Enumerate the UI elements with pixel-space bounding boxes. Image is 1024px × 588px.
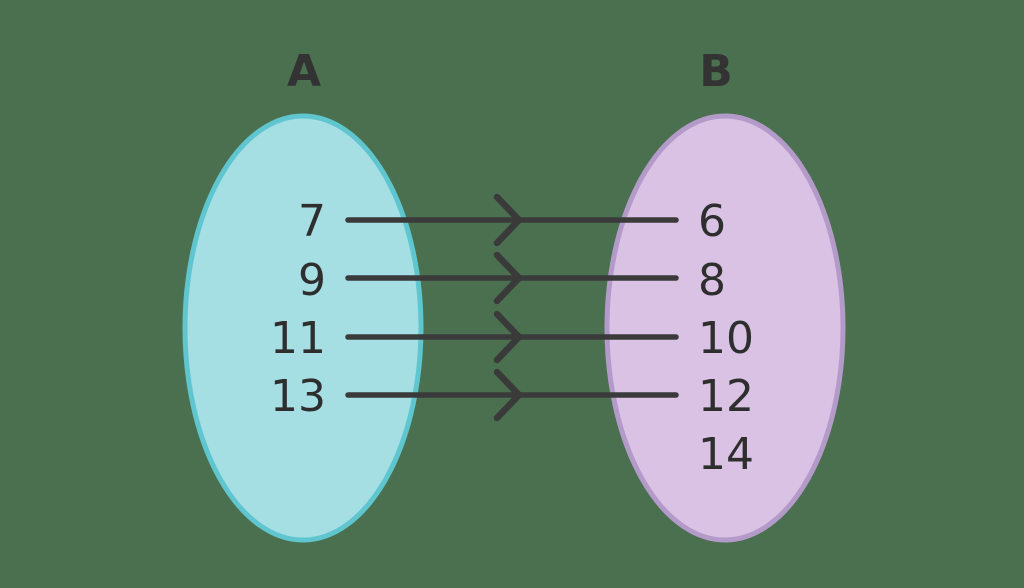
mapping-arrow	[345, 193, 679, 247]
set-element-value: 10	[698, 313, 754, 364]
set-element-value: 9	[298, 255, 326, 306]
set-element-value: 7	[298, 196, 326, 247]
arrowhead-chevron-icon	[493, 251, 523, 305]
set-element-value: 8	[698, 255, 726, 306]
mapping-arrow	[345, 310, 679, 364]
set-a-label: A	[287, 46, 321, 97]
mapping-arrow	[345, 251, 679, 305]
set-element-value: 14	[698, 429, 754, 480]
set-b-label: B	[699, 46, 733, 97]
arrowhead-chevron-icon	[493, 193, 523, 247]
set-b-elements: 6 8 10 12 14	[698, 196, 754, 480]
set-a-elements: 7 9 11 13	[270, 196, 326, 422]
mapping-arrows	[345, 193, 679, 422]
set-element-value: 12	[698, 371, 754, 422]
arrowhead-chevron-icon	[493, 368, 523, 422]
set-element-value: 13	[270, 371, 326, 422]
arrowhead-chevron-icon	[493, 310, 523, 364]
set-element-value: 6	[698, 196, 726, 247]
mapping-arrow	[345, 368, 679, 422]
set-element-value: 11	[270, 313, 326, 364]
